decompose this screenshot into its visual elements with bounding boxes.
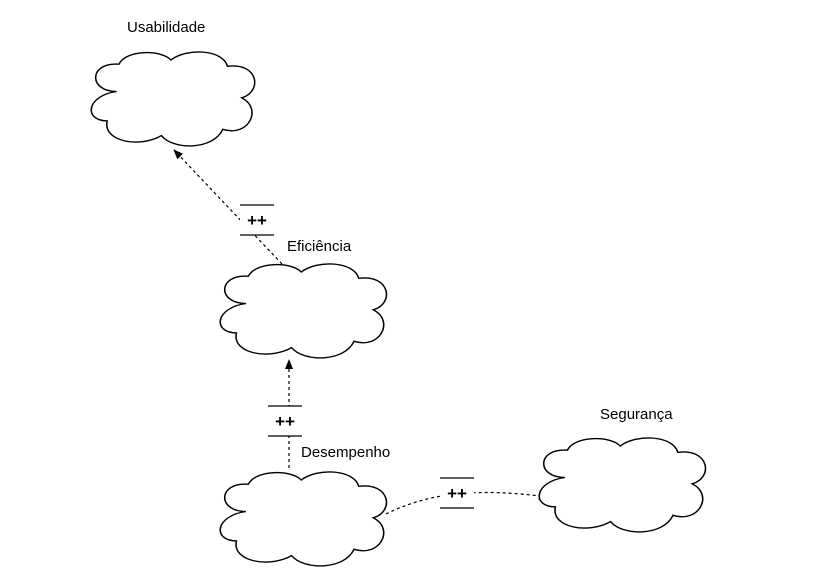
softgoal-label-eficiencia: Eficiência [287, 238, 352, 255]
softgoal-label-seguranca: Segurança [600, 406, 673, 423]
softgoal-cloud-desempenho[interactable] [219, 471, 388, 567]
contribution-label: ++ [447, 484, 467, 503]
contribution-label: ++ [247, 211, 267, 230]
softgoal-cloud-seguranca[interactable] [538, 437, 707, 533]
contribution-label: ++ [275, 412, 295, 431]
link-eficiencia-usabilidade [173, 149, 283, 265]
contribution-eficiencia-usabilidade[interactable]: ++ [240, 204, 274, 236]
softgoal-label-usabilidade: Usabilidade [127, 19, 205, 36]
softgoal-cloud-eficiencia[interactable] [219, 263, 388, 359]
contribution-desempenho-seguranca[interactable]: ++ [440, 477, 474, 509]
softgoal-label-desempenho: Desempenho [301, 444, 390, 461]
contribution-desempenho-eficiencia[interactable]: ++ [268, 405, 302, 437]
softgoal-cloud-usabilidade[interactable] [90, 51, 256, 147]
